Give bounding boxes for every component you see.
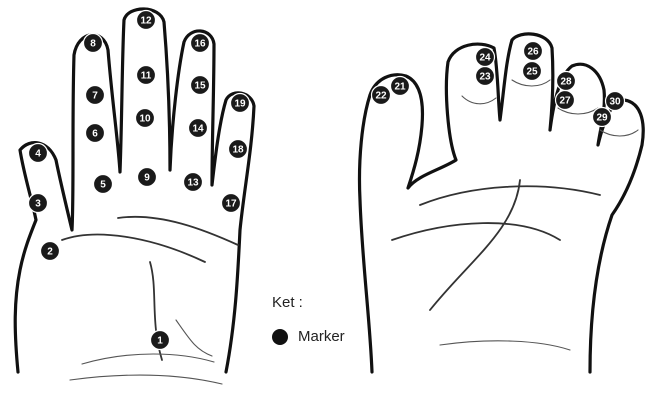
marker-number: 17	[225, 199, 237, 210]
marker-number: 1	[157, 336, 163, 347]
open-hand-illustration	[15, 9, 254, 384]
marker-number: 3	[35, 199, 41, 210]
marker-22: 22	[372, 86, 391, 105]
marker-number: 2	[47, 247, 53, 258]
legend-marker-dot-icon	[272, 329, 288, 345]
marker-number: 27	[559, 96, 571, 107]
marker-number: 16	[194, 39, 206, 50]
marker-19: 19	[231, 94, 250, 113]
marker-4: 4	[29, 144, 48, 163]
legend-title: Ket :	[272, 294, 303, 311]
closed-hand-knuckle-line	[420, 186, 600, 205]
open-hand-heart-line	[118, 217, 238, 245]
closed-hand-finger-fold-4	[600, 130, 638, 136]
marker-number: 21	[394, 82, 406, 93]
marker-2: 2	[41, 242, 60, 261]
marker-29: 29	[593, 108, 612, 127]
marker-15: 15	[191, 76, 210, 95]
marker-number: 28	[560, 77, 572, 88]
open-hand-palm-crease	[176, 320, 212, 356]
marker-layer: 1234567891011121314151617181921222324252…	[29, 11, 625, 350]
marker-number: 22	[375, 91, 387, 102]
marker-1: 1	[151, 331, 170, 350]
open-hand-wrist-crease	[82, 354, 214, 364]
marker-16: 16	[191, 34, 210, 53]
marker-number: 29	[596, 113, 608, 124]
open-hand-head-line	[62, 235, 205, 262]
marker-18: 18	[229, 140, 248, 159]
marker-24: 24	[476, 48, 495, 67]
marker-number: 9	[144, 173, 150, 184]
marker-number: 25	[526, 67, 538, 78]
marker-number: 4	[35, 149, 41, 160]
marker-number: 11	[141, 71, 152, 82]
marker-number: 8	[90, 39, 96, 50]
marker-number: 13	[187, 178, 199, 189]
marker-number: 23	[479, 72, 491, 83]
marker-number: 26	[527, 47, 539, 58]
marker-14: 14	[189, 119, 208, 138]
marker-13: 13	[184, 173, 203, 192]
closed-hand-finger-fold-1	[462, 96, 496, 104]
marker-8: 8	[84, 34, 103, 53]
marker-28: 28	[557, 72, 576, 91]
closed-hand-palm-line	[392, 223, 560, 240]
open-hand-wrist-line	[70, 375, 222, 384]
marker-17: 17	[222, 194, 241, 213]
marker-11: 11	[137, 66, 156, 85]
marker-number: 12	[140, 16, 152, 27]
closed-hand-wrist-crease	[440, 341, 570, 350]
marker-number: 5	[100, 180, 106, 191]
marker-25: 25	[523, 62, 542, 81]
marker-number: 30	[609, 97, 621, 108]
marker-number: 14	[192, 124, 204, 135]
marker-number: 10	[139, 114, 151, 125]
marker-number: 24	[479, 53, 491, 64]
marker-6: 6	[86, 124, 105, 143]
closed-hand-thenar-line	[430, 180, 520, 310]
marker-10: 10	[136, 109, 155, 128]
marker-23: 23	[476, 67, 495, 86]
marker-26: 26	[524, 42, 543, 61]
marker-27: 27	[556, 91, 575, 110]
legend-marker-row: Marker	[272, 328, 345, 345]
marker-12: 12	[137, 11, 156, 30]
marker-number: 7	[92, 91, 98, 102]
open-hand-outline	[15, 9, 254, 372]
marker-5: 5	[94, 175, 113, 194]
marker-number: 18	[232, 145, 244, 156]
legend-marker-label: Marker	[298, 328, 345, 345]
marker-21: 21	[391, 77, 410, 96]
marker-9: 9	[138, 168, 157, 187]
marker-number: 19	[234, 99, 246, 110]
marker-30: 30	[606, 92, 625, 111]
marker-number: 15	[194, 81, 206, 92]
marker-3: 3	[29, 194, 48, 213]
marker-number: 6	[92, 129, 98, 140]
marker-7: 7	[86, 86, 105, 105]
